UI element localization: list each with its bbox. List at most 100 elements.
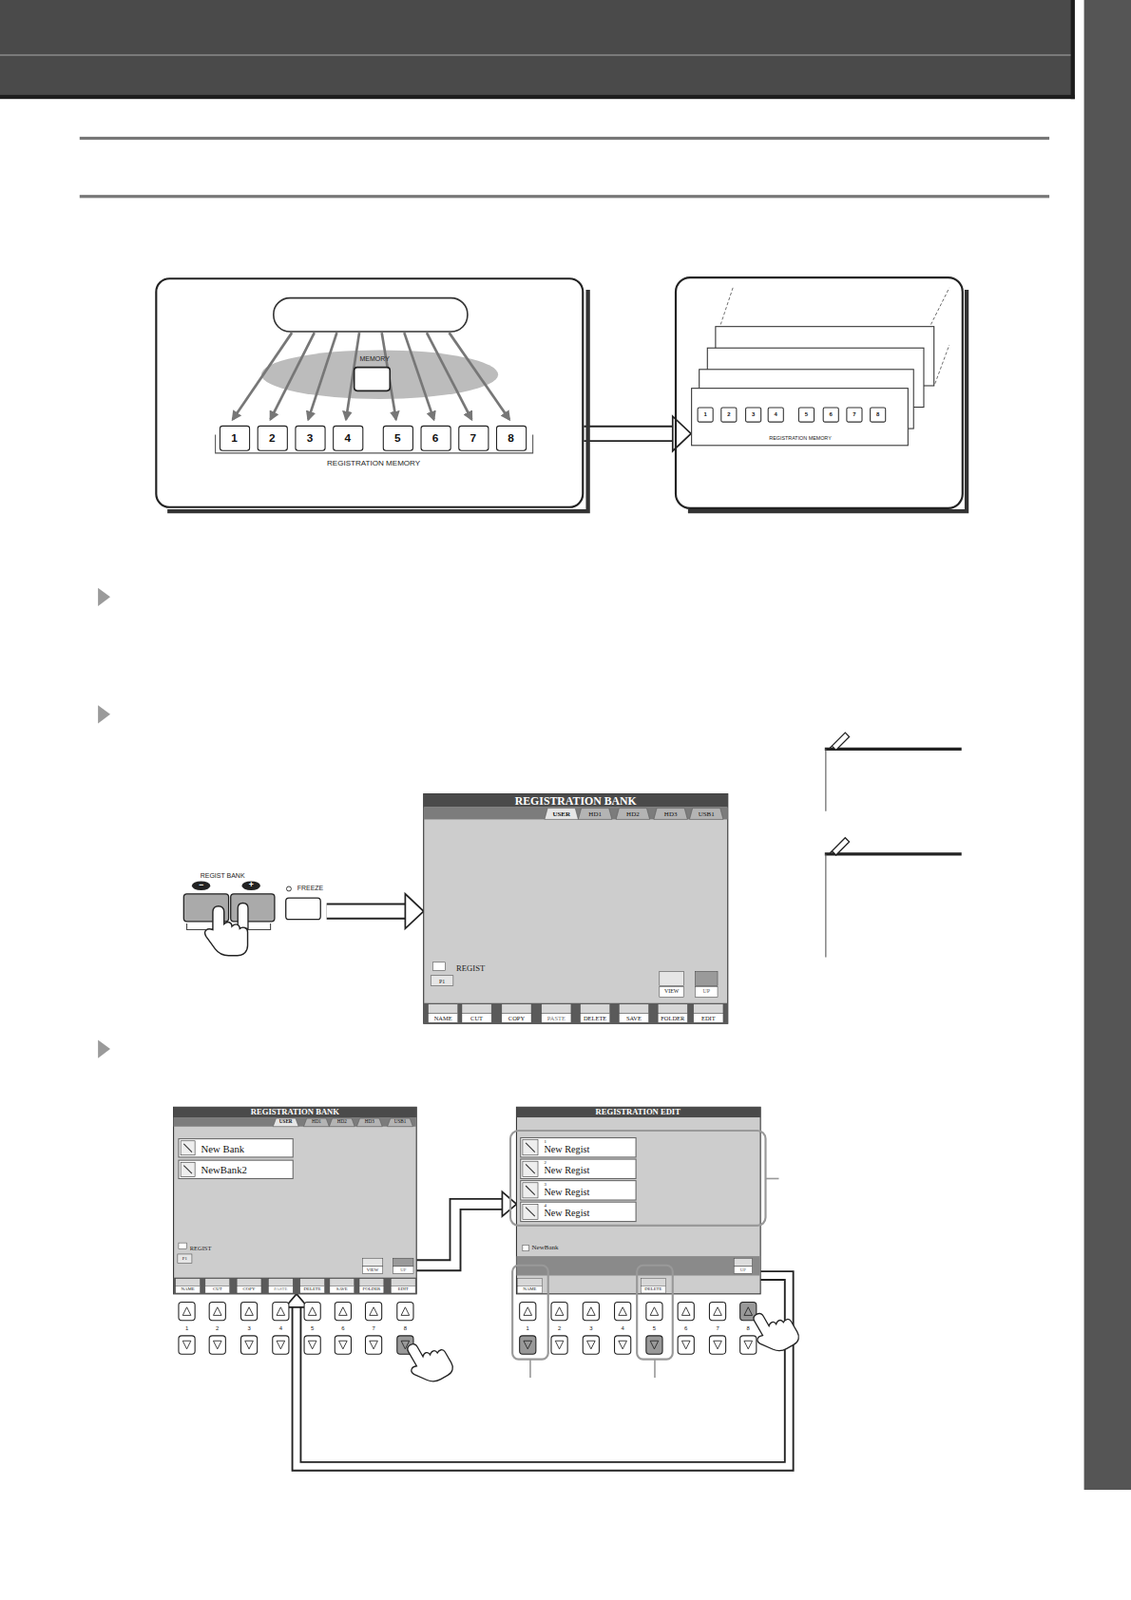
screen-label: SAVE [336,1287,348,1293]
file-icon-mark [183,1166,192,1175]
function-icon [236,1279,262,1287]
node-text: NewBank2 [201,1165,248,1176]
screen-tab [304,1118,330,1128]
arrow-head [404,894,423,930]
screen-label: P1 [439,978,445,985]
freeze-lamp [286,886,291,892]
step-bullet [97,1039,111,1058]
button-number: 4 [279,1325,283,1332]
up-triangle [713,1307,723,1317]
node-text: REGISTRATION BANK [515,795,637,807]
screen-label: FOLDER [660,1015,685,1021]
up-icon [733,1258,752,1267]
up-triangle [276,1307,286,1317]
button-label: FREEZE [297,885,325,893]
registration-item: 3New Regist [520,1181,636,1201]
up-triangle [650,1307,659,1317]
header-line [0,54,1074,56]
node-text: 4 [543,1204,546,1209]
down-triangle [681,1341,691,1350]
function-label-box [359,1285,384,1294]
status-band [516,1256,761,1276]
function-icon [618,1004,649,1015]
panel-button [614,1336,632,1355]
leader-line [766,1178,780,1181]
callout-bracket [510,1131,767,1227]
header-bar [0,0,1074,97]
function-icon [175,1279,201,1287]
function-icon [428,1004,459,1015]
screen-label: VIEW [366,1267,380,1273]
button-number: 4 [620,1325,624,1332]
panel-button [209,1336,226,1355]
screen-label: HD3 [364,1120,375,1126]
panel-button [272,1302,289,1321]
stack-dash [720,287,733,326]
node-text: 4 [774,412,778,419]
callout-bracket [512,1265,549,1361]
view-icon [362,1258,383,1267]
panel-button [519,1302,537,1321]
button-number: 2 [557,1325,561,1332]
node-text: REGIST BANK [200,873,246,881]
panel-button [677,1302,694,1321]
screen-tab [577,808,612,821]
screen-tab [387,1118,414,1128]
button-number: 6 [684,1325,688,1332]
side-strip [1084,0,1131,1491]
screen-label: NAME [181,1287,195,1293]
node-text: 4 [344,432,351,444]
store-arrow [270,332,315,420]
function-label-box [300,1285,326,1294]
function-icon [657,1004,688,1015]
registration-button: 4 [767,407,785,423]
list-item-frame [520,1138,636,1158]
file-icon-mark [525,1207,536,1218]
function-label-box [657,1013,688,1023]
up-triangle [401,1307,410,1317]
button-tag [242,881,261,891]
pressing-hand [205,906,249,957]
registration-button: 6 [823,407,840,423]
panel-button [709,1302,726,1321]
down-triangle [587,1341,596,1350]
memory-button: MEMORY [344,352,405,398]
down-triangle [713,1341,723,1350]
up-triangle [523,1307,533,1317]
node-text: New Regist [543,1188,590,1198]
up-triangle [369,1307,379,1317]
panel-button [240,1336,257,1355]
list-item-frame [520,1159,636,1179]
screen-label: EDIT [701,1015,716,1021]
registration-button: 4 [332,425,364,452]
file-icon [522,1161,538,1177]
panel-button [364,1336,382,1355]
node-text: 3 [306,432,314,444]
section-rule [79,136,1050,140]
registration-button: 1 [697,407,714,423]
node-text: 1 [543,1139,546,1145]
step-bullet [97,588,111,607]
down-triangle [523,1341,533,1350]
panel-button [582,1302,599,1321]
down-triangle [276,1341,286,1350]
down-triangle [245,1341,254,1350]
up-triangle [587,1307,596,1317]
panel-button [178,1302,195,1321]
memory-button [354,367,391,392]
function-icon [329,1279,355,1287]
flow-arrow [416,1191,517,1266]
button-number: 5 [652,1325,656,1332]
function-label-box [580,1013,611,1023]
button-label: + [249,881,254,891]
screen-label: USB1 [698,810,715,818]
node-text: REGISTRATION MEMORY [768,436,831,441]
screen-label: SAVE [626,1015,642,1021]
node-text: 6 [829,412,833,419]
function-icon [461,1004,492,1015]
bank-panel [675,277,963,509]
hand-outline [205,906,249,957]
screen-label: HD2 [337,1120,347,1126]
icon-label-box [392,1266,413,1275]
screen-label: EDIT [398,1287,409,1293]
